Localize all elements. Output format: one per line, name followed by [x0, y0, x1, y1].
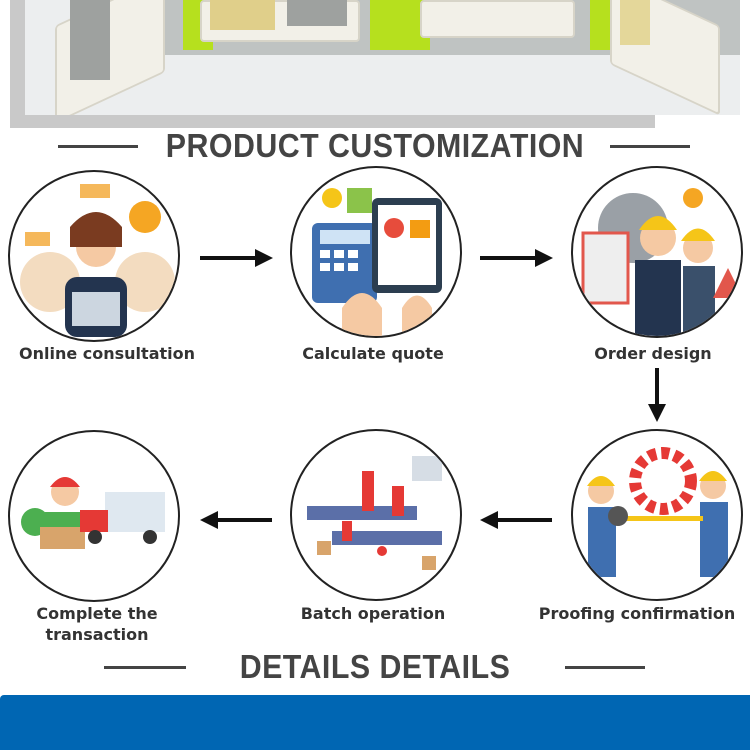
step-label: Order design [594, 344, 712, 363]
divider-line [610, 145, 690, 148]
arrow-down-icon [648, 404, 666, 422]
divider-line [104, 666, 186, 669]
factory-line-icon [290, 429, 462, 601]
customer-service-icon [8, 170, 180, 342]
divider-line [565, 666, 645, 669]
section-title: PRODUCT CUSTOMIZATION [165, 127, 585, 164]
step-label: Batch operation [300, 604, 446, 623]
calculator-icon [290, 166, 462, 338]
step-label: Proofing confirmation [538, 604, 736, 623]
details-title: DETAILS DETAILS [239, 648, 511, 685]
arrow-right-icon [535, 249, 553, 267]
header-photo-display-racks [25, 0, 740, 115]
step-label: Complete the transaction [36, 604, 158, 644]
measuring-workers-icon [571, 429, 743, 601]
design-team-icon [571, 166, 743, 338]
blue-banner [0, 695, 750, 750]
arrow-right-icon [255, 249, 273, 267]
arrow-left-icon [480, 511, 498, 529]
arrow-left-icon [200, 511, 218, 529]
step-label: Online consultation [19, 344, 195, 363]
delivery-truck-icon [8, 430, 180, 602]
step-label: Calculate quote [302, 344, 444, 363]
divider-line [58, 145, 138, 148]
